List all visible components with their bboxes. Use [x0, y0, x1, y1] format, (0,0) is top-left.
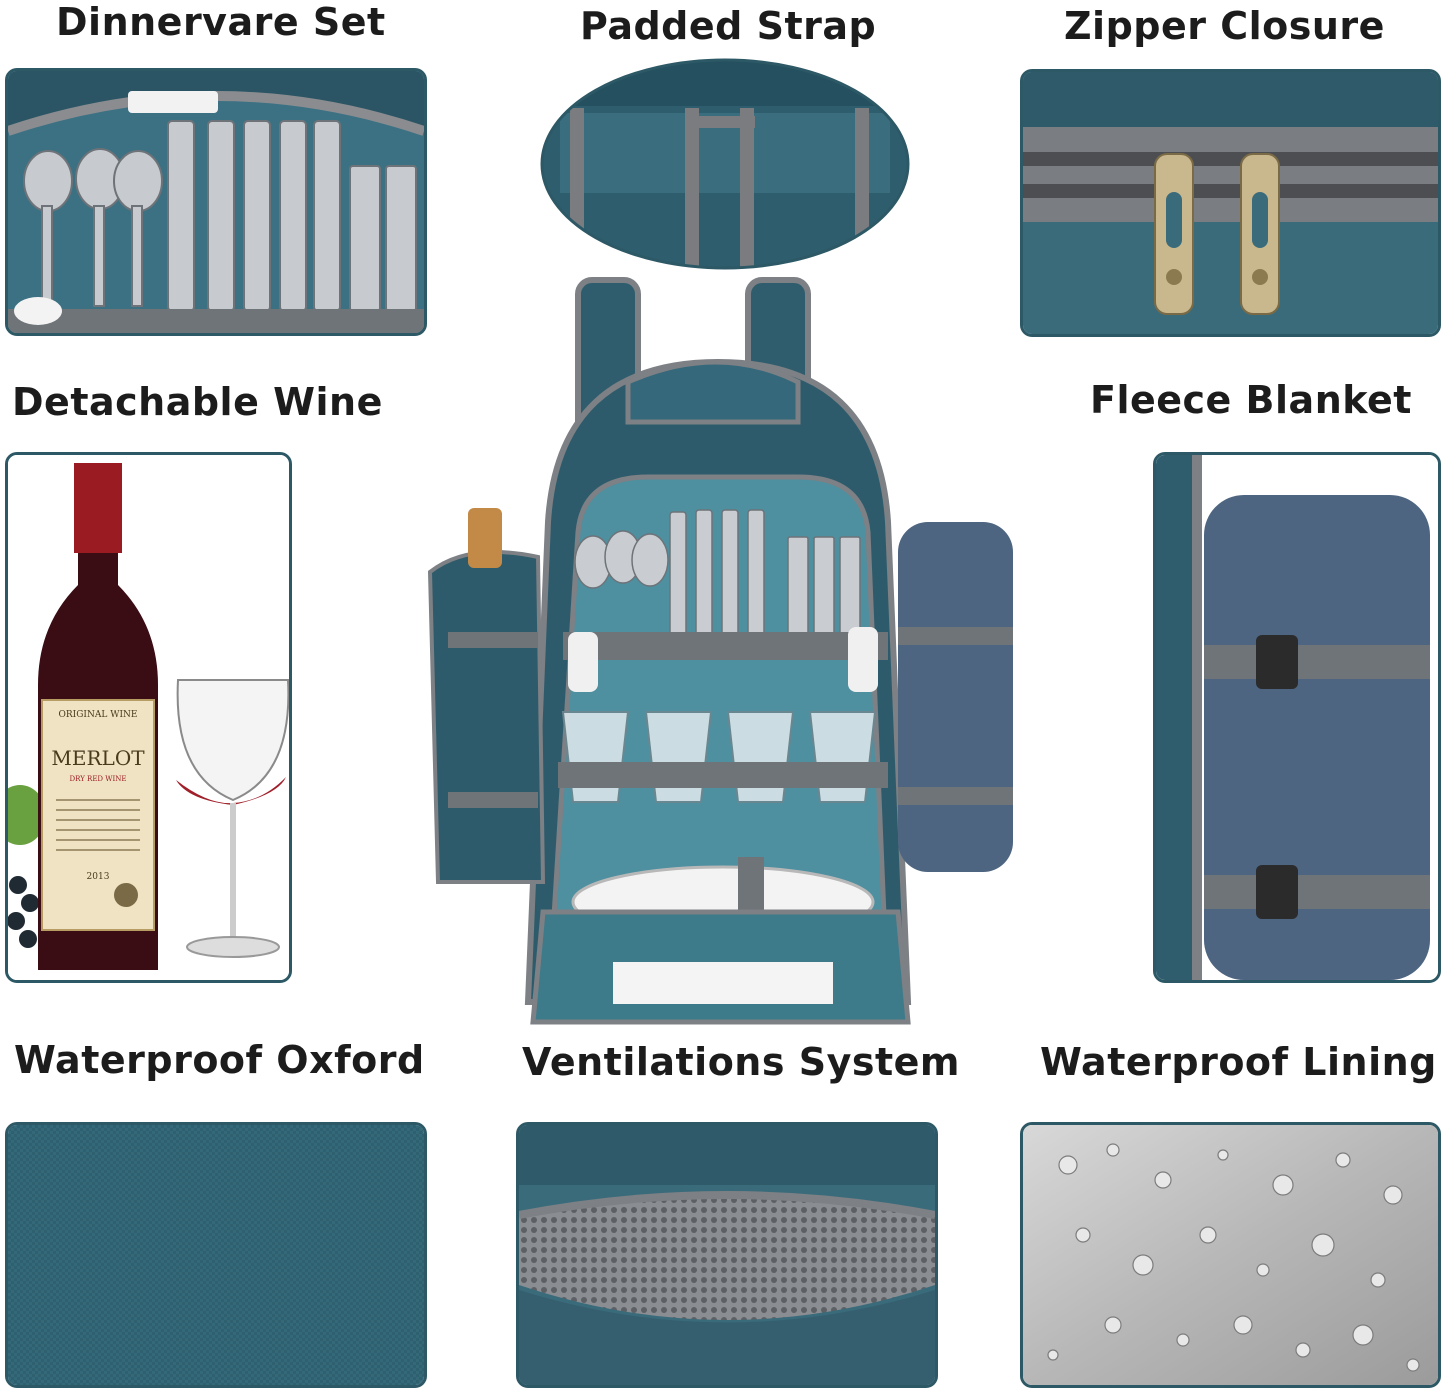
backpack-photo [418, 272, 1018, 1032]
wine-label-name: MERLOT [51, 746, 145, 770]
label-wine: Detachable Wine [12, 380, 383, 424]
wine-label-sub: DRY RED WINE [70, 775, 127, 783]
dinnerware-photo [5, 68, 427, 336]
zipper-photo [1020, 69, 1441, 337]
oxford-photo [5, 1122, 427, 1388]
wine-photo: ORIGINAL WINE MERLOT DRY RED WINE 2013 [5, 452, 292, 983]
padded-strap-photo [540, 58, 910, 270]
label-dinnerware: Dinnervare Set [56, 0, 386, 44]
wine-label-year: 2013 [87, 872, 110, 882]
label-zipper: Zipper Closure [1064, 4, 1385, 48]
label-ventilation: Ventilations System [522, 1040, 961, 1084]
label-oxford: Waterproof Oxford [14, 1038, 425, 1082]
label-padded-strap: Padded Strap [580, 4, 877, 48]
fleece-photo [1153, 452, 1441, 983]
ventilation-photo [516, 1122, 938, 1388]
wine-label-header: ORIGINAL WINE [59, 710, 138, 720]
label-lining: Waterproof Lining [1040, 1040, 1437, 1084]
lining-photo [1020, 1122, 1441, 1388]
label-fleece: Fleece Blanket [1090, 378, 1412, 422]
